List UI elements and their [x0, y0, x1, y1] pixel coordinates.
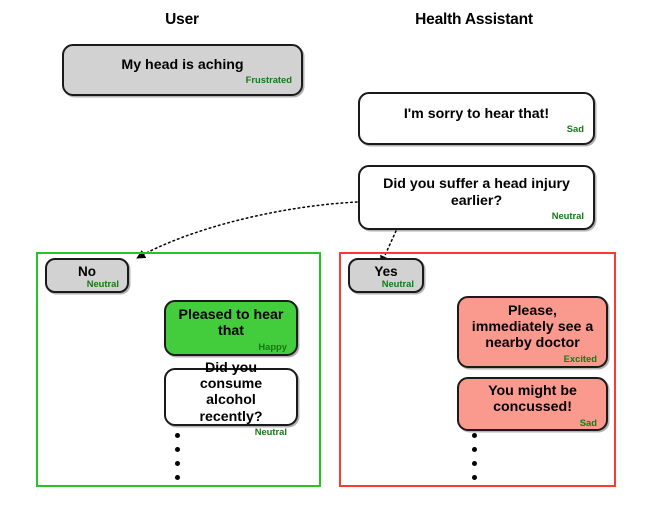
continuation-ellipsis-no: [175, 433, 180, 480]
ellipsis-dot: [175, 433, 180, 438]
column-header-health-assistant: Health Assistant: [415, 11, 533, 28]
ellipsis-dot: [175, 447, 180, 452]
message-bubble-assistant-see-doctor[interactable]: Please, immediately see a nearby doctor …: [457, 296, 608, 368]
emotion-label: Sad: [579, 416, 597, 428]
continuation-ellipsis-yes: [472, 433, 477, 480]
message-text: My head is aching: [121, 57, 244, 74]
message-text: Please, immediately see a nearby doctor: [471, 302, 594, 352]
emotion-label: Neutral: [551, 210, 584, 222]
message-text: Yes: [374, 263, 398, 279]
emotion-label: Neutral: [381, 278, 414, 290]
column-header-user: User: [165, 11, 199, 28]
message-text: I'm sorry to hear that!: [403, 105, 550, 122]
message-bubble-user-yes[interactable]: Yes Neutral: [348, 258, 424, 293]
message-text: Did you suffer a head injury earlier?: [383, 176, 570, 209]
message-bubble-assistant-question[interactable]: Did you suffer a head injury earlier? Ne…: [358, 165, 595, 230]
branch-container-yes: [339, 252, 616, 487]
message-text: No: [78, 263, 96, 279]
ellipsis-dot: [472, 433, 477, 438]
message-text: Pleased to hear that: [178, 306, 284, 340]
message-bubble-assistant-concussed[interactable]: You might be concussed! Sad: [457, 377, 608, 431]
emotion-label: Neutral: [86, 278, 119, 290]
emotion-label: Frustrated: [245, 74, 292, 86]
emotion-label: Sad: [566, 122, 584, 134]
message-text: You might be concussed!: [488, 382, 577, 416]
ellipsis-dot: [472, 447, 477, 452]
message-bubble-assistant-sympathy[interactable]: I'm sorry to hear that! Sad: [358, 92, 595, 145]
emotion-label: Neutral: [254, 425, 287, 437]
arrow-to-no: [136, 201, 358, 259]
emotion-label: Happy: [258, 340, 287, 352]
message-text: Did you consume alcohol recently?: [199, 359, 263, 425]
message-bubble-assistant-pleased[interactable]: Pleased to hear that Happy: [164, 300, 298, 356]
branch-container-no: [36, 252, 321, 487]
emotion-label: Excited: [563, 352, 597, 364]
ellipsis-dot: [472, 475, 477, 480]
message-bubble-assistant-alcohol-question[interactable]: Did you consume alcohol recently? Neutra…: [164, 360, 298, 436]
message-bubble-user-no[interactable]: No Neutral: [45, 258, 129, 293]
ellipsis-dot: [175, 475, 180, 480]
ellipsis-dot: [472, 461, 477, 466]
message-bubble-user-complaint[interactable]: My head is aching Frustrated: [62, 44, 303, 96]
ellipsis-dot: [175, 461, 180, 466]
